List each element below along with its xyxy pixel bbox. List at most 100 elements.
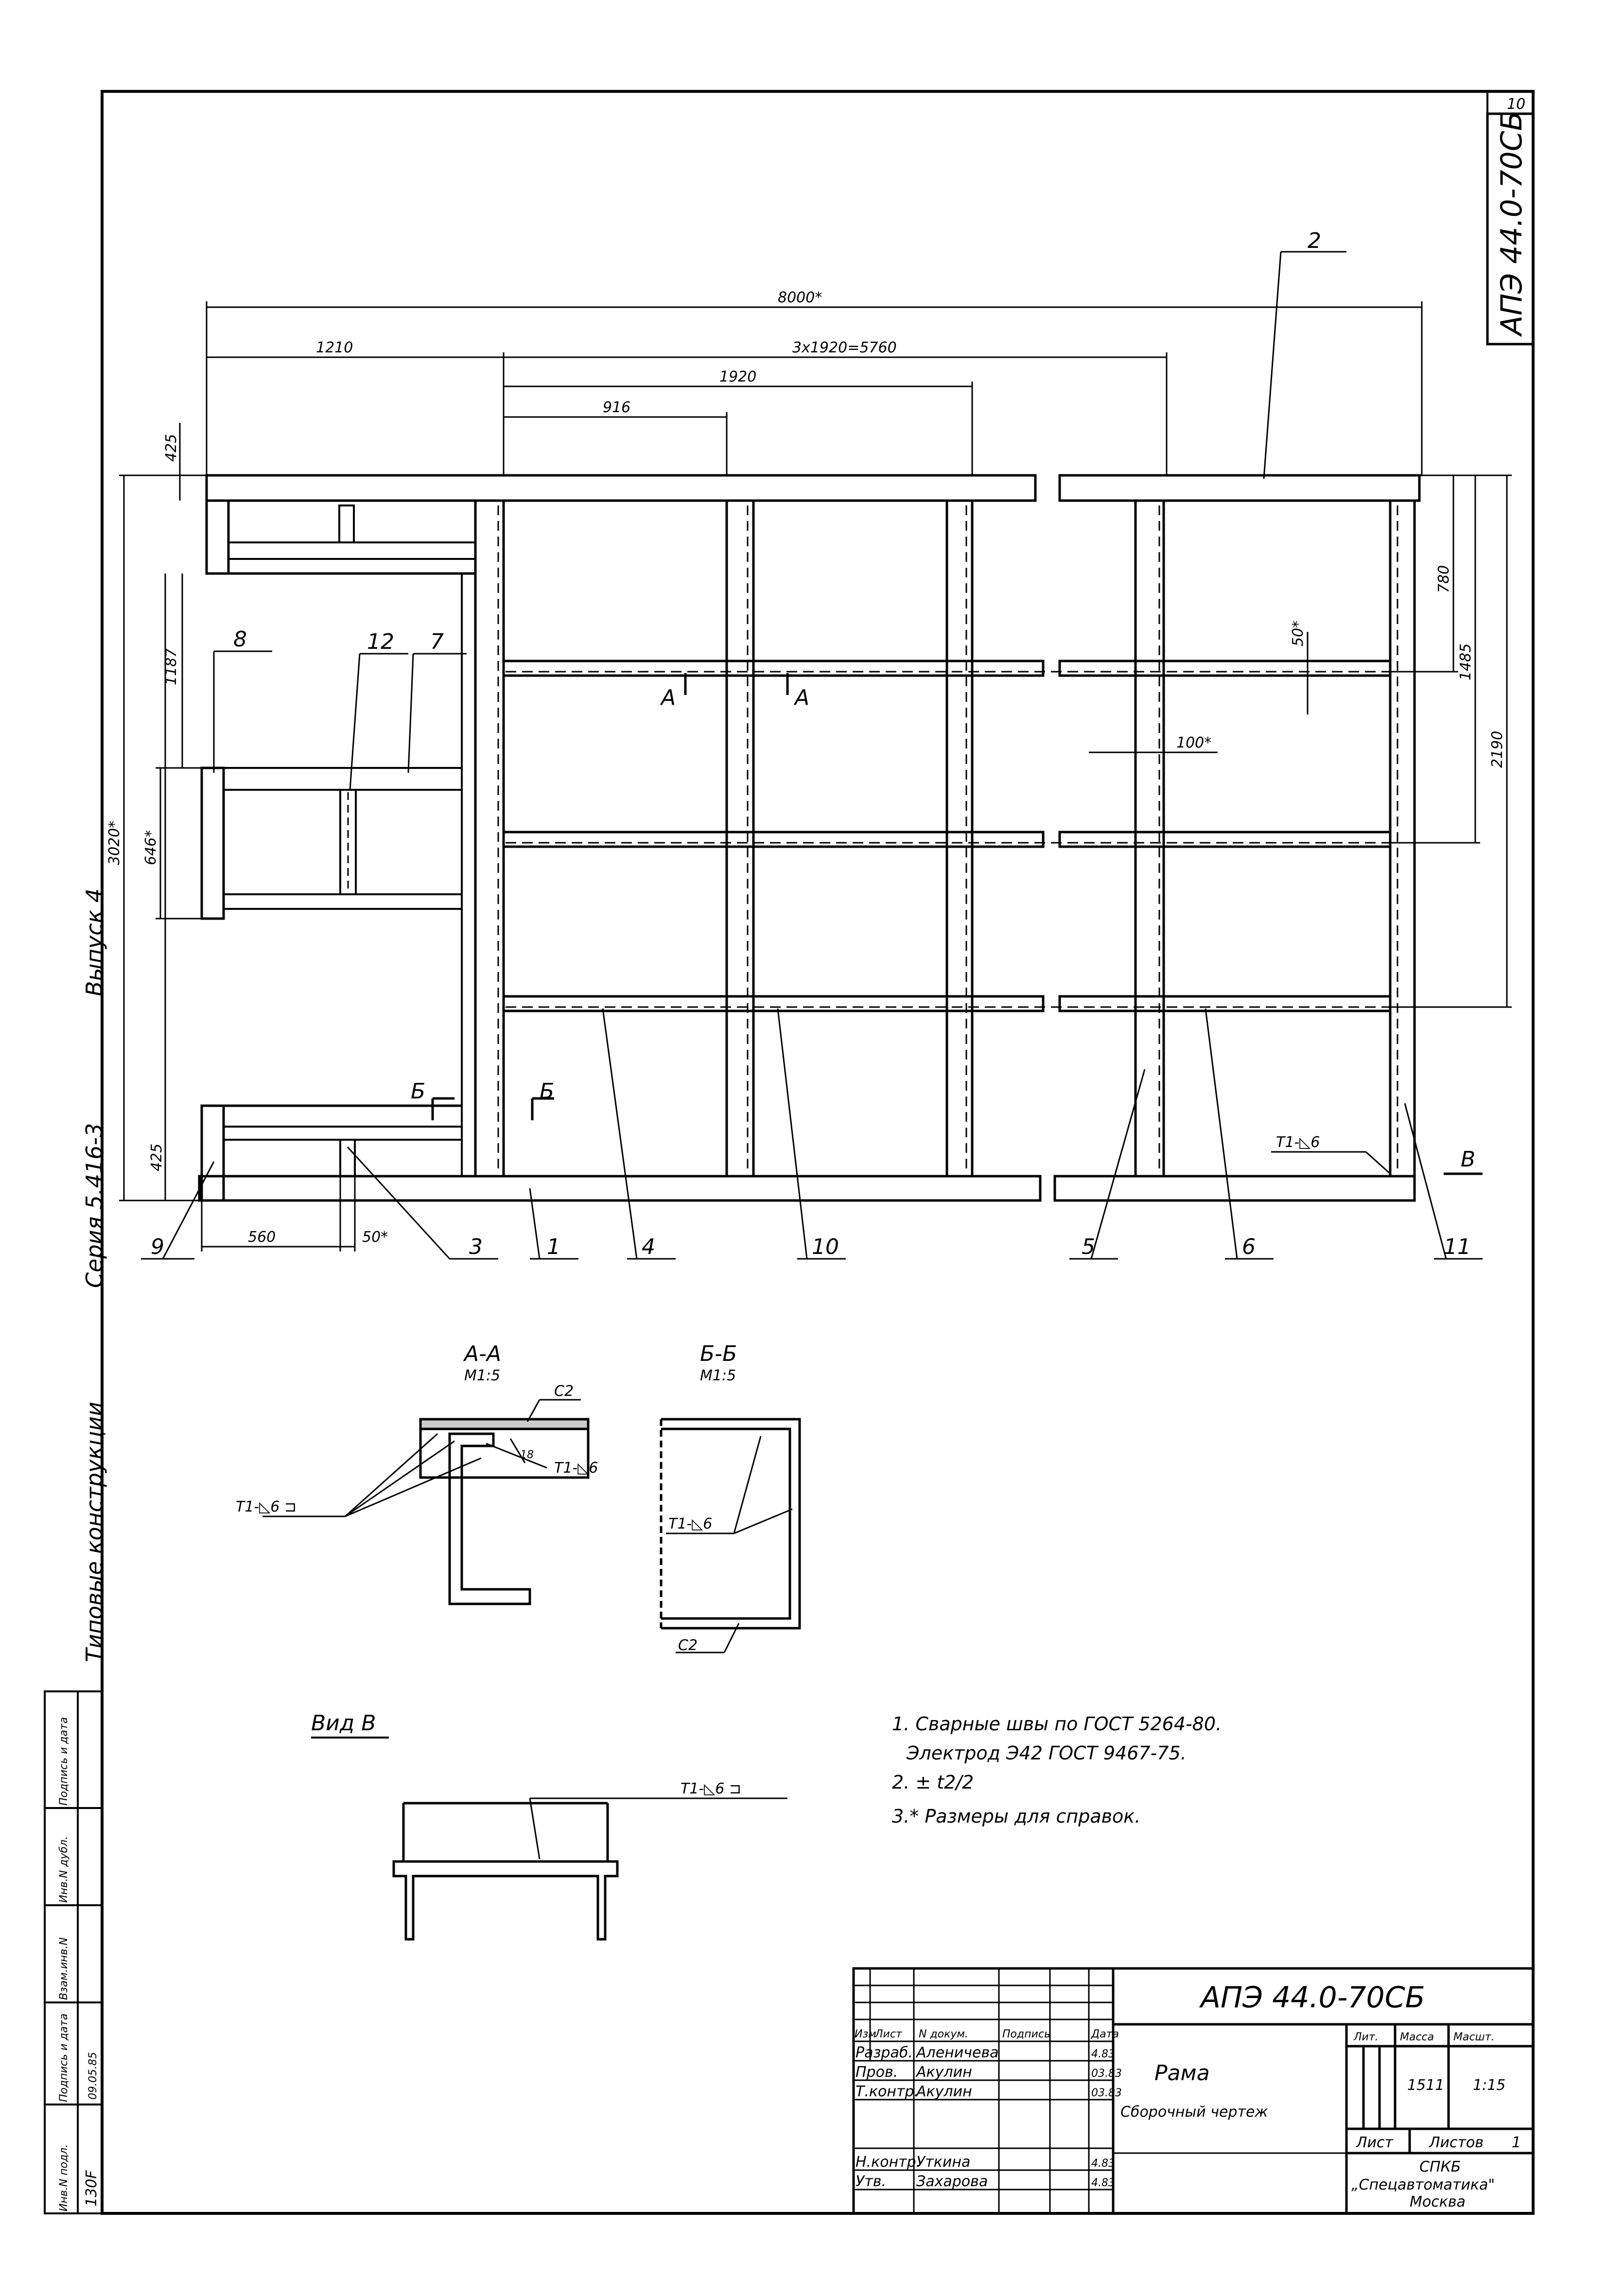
note-2: 2. ± t2/2: [892, 1772, 974, 1793]
section-bb-drawing: [660, 1418, 801, 1630]
tb-name-2: Акулин: [915, 2064, 972, 2081]
section-a-left: А: [660, 685, 676, 710]
part-11: 11: [1444, 1235, 1471, 1259]
tb-h-izm: Изм: [855, 2028, 876, 2040]
tb-sheets-label: Листов: [1429, 2134, 1484, 2151]
tb-lit-label: Лит.: [1353, 2031, 1379, 2043]
note-1: 1. Сварные швы по ГОСТ 5264-80.: [892, 1713, 1222, 1735]
tb-org-3: Москва: [1410, 2193, 1466, 2210]
aa-c2: С2: [554, 1383, 574, 1400]
dim-1187: 1187: [163, 648, 180, 685]
dimension-lines: [119, 301, 1512, 1252]
tb-subtitle: Сборочный чертеж: [1120, 2104, 1268, 2121]
part-5: 5: [1082, 1235, 1095, 1259]
part-2: 2: [1308, 228, 1321, 253]
aa-weld-bracket: Т1-◺6 ⊐: [236, 1498, 297, 1515]
stamp-col-1: Инв.N подл.: [58, 2144, 70, 2211]
dim-3020: 3020*: [106, 821, 123, 865]
aa-dim18: 18: [520, 1449, 534, 1461]
tb-doc-code: АПЭ 44.0-70СБ: [1199, 1981, 1425, 2015]
tb-scale-label: Масшт.: [1453, 2031, 1495, 2043]
tb-h-date: Дата: [1091, 2028, 1119, 2040]
dim-2190: 2190: [1489, 731, 1506, 768]
tb-role-1: Разраб.: [856, 2044, 913, 2061]
stamp-col-4: Инв.N дубл.: [58, 1836, 70, 1903]
tb-role-2: Пров.: [856, 2064, 898, 2081]
dim-780: 780: [1435, 565, 1452, 593]
section-aa-drawing: [419, 1418, 590, 1605]
tb-date-5: 4.83: [1091, 2157, 1115, 2170]
tb-role-3: Т.контр.: [856, 2083, 919, 2100]
dim-50-right: 50*: [1290, 621, 1307, 646]
view-v-weld: Т1-◺6 ⊐: [681, 1780, 741, 1797]
sheet-number: 10: [1507, 96, 1525, 113]
part-leaders: [141, 251, 1483, 1260]
part-9: 9: [151, 1235, 164, 1259]
stamp-inv: 130F: [83, 2170, 100, 2207]
dim-560: 560: [248, 1229, 276, 1246]
dim-1210: 1210: [316, 339, 353, 356]
dim-5760: 3x1920=5760: [792, 339, 897, 356]
section-markers: [431, 673, 1483, 1175]
part-10: 10: [812, 1235, 839, 1259]
tb-date-2: 03.83: [1091, 2068, 1122, 2080]
tb-role-6: Утв.: [856, 2173, 886, 2190]
part-4: 4: [642, 1235, 655, 1259]
tb-mass: 1511: [1407, 2077, 1444, 2094]
view-v-mark: В: [1461, 1147, 1475, 1172]
dim-100: 100*: [1176, 734, 1211, 751]
section-bb-title: Б-Б: [700, 1341, 737, 1366]
section-b-right: Б: [540, 1079, 554, 1104]
bb-c2: С2: [678, 1637, 698, 1654]
section-bb-leaders: [666, 1436, 793, 1653]
tb-scale: 1:15: [1473, 2077, 1505, 2094]
note-3: 3.* Размеры для справок.: [892, 1806, 1140, 1827]
doc-code-box: АПЭ 44.0-70СБ: [1486, 111, 1535, 346]
section-bb-scale: М1:5: [700, 1367, 736, 1384]
side-issue: Выпуск 4: [81, 888, 107, 996]
dim-overall: 8000*: [778, 289, 822, 306]
tb-role-5: Н.контр.: [856, 2154, 921, 2171]
section-aa-title: А-А: [463, 1341, 501, 1366]
tb-h-ndoc: N докум.: [919, 2028, 968, 2040]
weld-label-frame: Т1-◺6: [1276, 1134, 1320, 1151]
left-stamp: [44, 1690, 103, 2214]
section-aa-scale: М1:5: [464, 1367, 500, 1384]
doc-code-vertical: АПЭ 44.0-70СБ: [1495, 111, 1529, 337]
section-a-right: А: [793, 685, 809, 710]
dim-425-top: 425: [163, 434, 180, 462]
tb-name-5: Уткина: [916, 2154, 970, 2171]
section-b-left: Б: [411, 1079, 425, 1104]
side-title: Типовые конструкции: [81, 1402, 107, 1662]
part-7: 7: [430, 629, 444, 654]
part-6: 6: [1242, 1235, 1256, 1259]
tb-h-sign: Подпись: [1002, 2028, 1050, 2040]
tb-mass-label: Масса: [1400, 2031, 1434, 2043]
part-1: 1: [547, 1235, 560, 1259]
aa-weld: Т1-◺6: [554, 1460, 598, 1477]
tb-name-6: Захарова: [916, 2173, 988, 2190]
tb-sheet-label: Лист: [1356, 2134, 1394, 2151]
tb-h-list: Лист: [874, 2028, 903, 2040]
dim-646: 646*: [142, 830, 159, 865]
stamp-col-2: Подпись и дата: [58, 2014, 70, 2102]
tb-name: Рама: [1154, 2061, 1210, 2086]
section-aa-leaders: [262, 1399, 581, 1517]
part-8: 8: [233, 627, 247, 652]
title-block-grid: [854, 1968, 1113, 2213]
dim-1920: 1920: [719, 368, 756, 385]
frame-drawing: [198, 474, 1421, 1202]
tb-org-2: „Спецавтоматика": [1351, 2176, 1495, 2193]
tb-name-3: Акулин: [915, 2083, 972, 2100]
dim-1485: 1485: [1457, 644, 1474, 680]
tb-org-1: СПКБ: [1419, 2158, 1461, 2175]
part-12: 12: [367, 629, 394, 654]
tb-date-6: 4.83: [1091, 2177, 1115, 2189]
tb-sheets-count: 1: [1512, 2134, 1521, 2151]
stamp-col-3: Взам.инв.N: [58, 1937, 70, 2000]
dim-50-bottom: 50*: [362, 1229, 388, 1246]
stamp-col-5: Подпись и дата: [58, 1717, 70, 1806]
bb-weld: Т1-◺6: [668, 1515, 712, 1532]
tb-date-3: 03.83: [1091, 2087, 1122, 2099]
